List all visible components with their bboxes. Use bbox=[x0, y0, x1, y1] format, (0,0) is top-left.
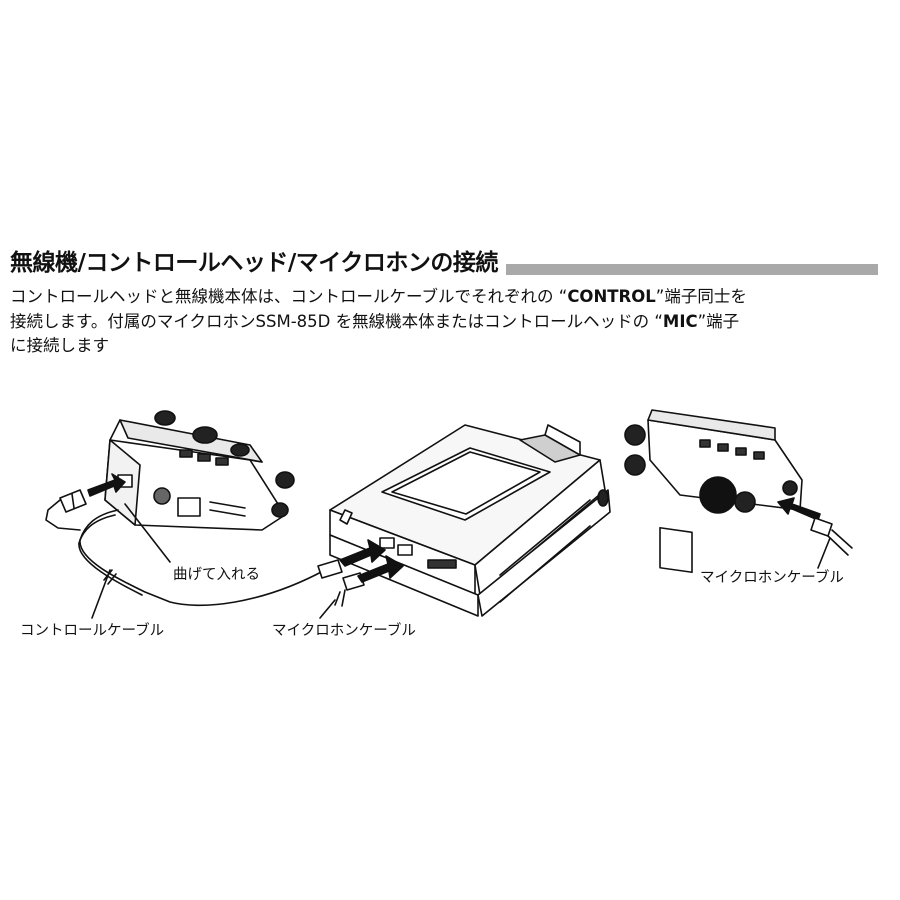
section-title: 無線機/コントロールヘッド/マイクロホンの接続 bbox=[10, 248, 506, 278]
main-unit-illustration bbox=[329, 424, 611, 617]
paragraph-line-2: 接続します。付属のマイクロホンSSM-85D を無線機本体またはコントロールヘッ… bbox=[10, 311, 740, 331]
paragraph-line-3: に接続します bbox=[10, 336, 109, 355]
label-control-cable: コントロールケーブル bbox=[20, 623, 165, 639]
section-heading: 無線機/コントロールヘッド/マイクロホンの接続 bbox=[10, 248, 878, 278]
label-mic-cable-right: マイクロホンケーブル bbox=[700, 570, 844, 586]
label-mic-cable-center: マイクロホンケーブル bbox=[272, 623, 416, 639]
label-bend-insert: 曲げて入れる bbox=[173, 567, 260, 583]
control-head-left-illustration bbox=[104, 410, 295, 531]
instruction-paragraph: コントロールヘッドと無線機本体は、コントロールケーブルでそれぞれの “CONTR… bbox=[10, 285, 885, 359]
connection-illustration bbox=[45, 409, 853, 619]
paragraph-line-1: コントロールヘッドと無線機本体は、コントロールケーブルでそれぞれの “CONTR… bbox=[10, 287, 747, 306]
control-head-right-illustration bbox=[624, 409, 803, 574]
